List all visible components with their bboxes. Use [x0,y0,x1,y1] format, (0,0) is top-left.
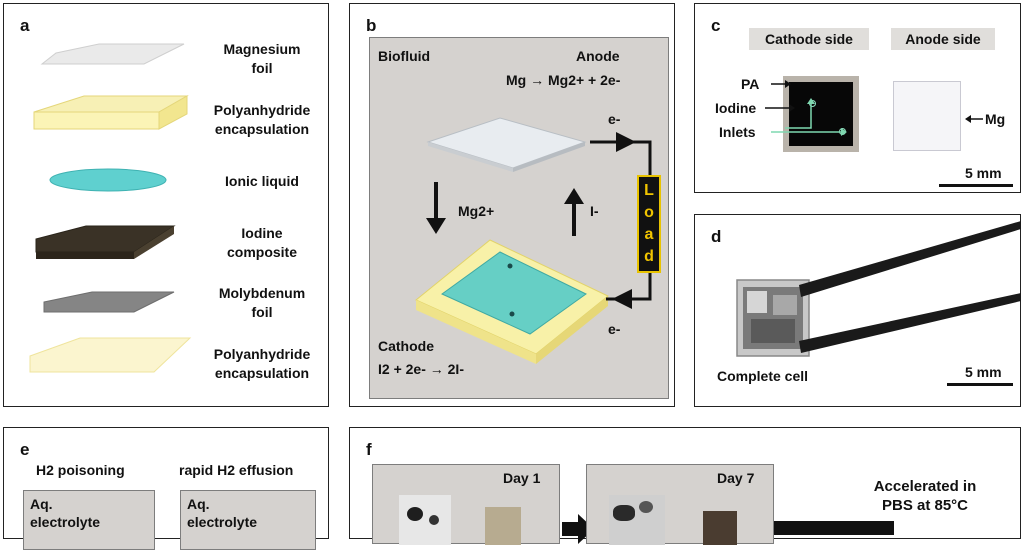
day1-cell-photo [399,495,451,545]
day7-anode-photo [703,511,737,545]
electrolyte-box-left: Aq. electrolyte [23,490,155,550]
panel-c-annotations [765,80,983,136]
tweezer-arm-top [799,221,1021,297]
load-box [637,175,661,273]
biofluid-label: Biofluid [378,48,431,64]
day1-label: Day 1 [503,470,541,486]
day7-cell-photo [609,495,665,545]
cathode-label: Cathode [378,338,434,354]
electron-label-bottom: e- [608,321,621,337]
day1-anode-photo [485,507,521,545]
ionic-liquid-well [441,251,587,335]
panel-a-letter: a [20,16,30,35]
accelerated-arrow [774,521,894,535]
panel-c-scale-bar [939,184,1013,187]
anode-plate [426,117,587,169]
electron-arrow-bottom [612,289,632,309]
electrolyte-left-line1: Aq. [30,496,53,512]
ionic-liquid-layer [49,168,167,192]
inlets-label: Inlets [719,124,756,140]
electrolyte-left-line2: electrolyte [30,514,101,530]
pa-label: PA [741,76,760,92]
panel-e: e H2 poisoning rapid H2 effusion Aq. ele… [3,427,329,550]
panel-d: d Complete cell 5 mm [694,214,1021,407]
mg-ion-arrow [426,218,446,234]
iodide-label: I- [590,203,599,219]
inlet-hole-1 [507,263,513,269]
mg-ion-label: Mg2+ [458,203,495,219]
anode-side-photo [893,81,961,151]
panel-b: b Biofluid Anode Mg → Mg2+ + 2e- e- Mg2+… [349,3,675,407]
panel-c-scale-label: 5 mm [965,165,1002,181]
cathode-side-header: Cathode side [749,28,869,50]
panel-c: c Cathode side Anode side PA Iodine Inle… [694,3,1021,193]
panel-f-letter: f [366,440,372,459]
panel-d-scale-label: 5 mm [965,364,1002,380]
iodine-label: Iodine [715,100,757,116]
anode-reaction: Mg → Mg2+ + 2e- [506,72,621,88]
battery-schematic [415,117,661,364]
mg-label: Mg [985,111,1006,127]
layer-stack-illustration [29,43,192,373]
accelerated-label: Accelerated in PBS at 85°C [873,478,977,514]
day7-box: Day 7 [586,464,774,545]
anode-side-header: Anode side [891,28,995,50]
panel-c-letter: c [711,16,721,35]
day1-box: Day 1 [372,464,560,545]
tweezers-photo [736,221,1021,357]
electron-label-top: e- [608,111,621,127]
electrolyte-right-line2: electrolyte [187,514,258,530]
inlet-hole-2 [509,311,515,317]
molybdenum-foil-layer [43,291,175,313]
panel-b-letter: b [366,16,377,35]
electron-arrow-top [616,132,636,152]
iodide-arrow [564,188,584,204]
electrolyte-right-line1: Aq. [187,496,210,512]
panel-d-letter: d [711,227,722,246]
polyanhydride-layer-bottom [29,337,192,373]
load-label: L o a d [644,182,654,265]
cathode-side-photo [783,76,859,152]
rapid-h2-effusion-title: rapid H2 effusion [179,462,294,478]
cathode-reaction: I2 + 2e- → 2I- [378,361,464,377]
tweezer-arm-bottom [799,293,1021,353]
electrolyte-box-right: Aq. electrolyte [180,490,316,550]
day7-label: Day 7 [717,470,755,486]
h2-poisoning-title: H2 poisoning [36,462,125,478]
magnesium-foil-layer [40,43,185,65]
complete-cell-label: Complete cell [717,368,809,384]
panel-d-scale-bar [947,383,1013,386]
panel-f: f Day 1 Day 7 Accelerated in PBS at 85°C [349,427,1021,545]
anode-label: Anode [576,48,620,64]
iodine-composite-layer [35,225,176,253]
layer-label-ionic-liquid: Ionic liquid [225,173,299,189]
panel-e-letter: e [20,440,30,459]
